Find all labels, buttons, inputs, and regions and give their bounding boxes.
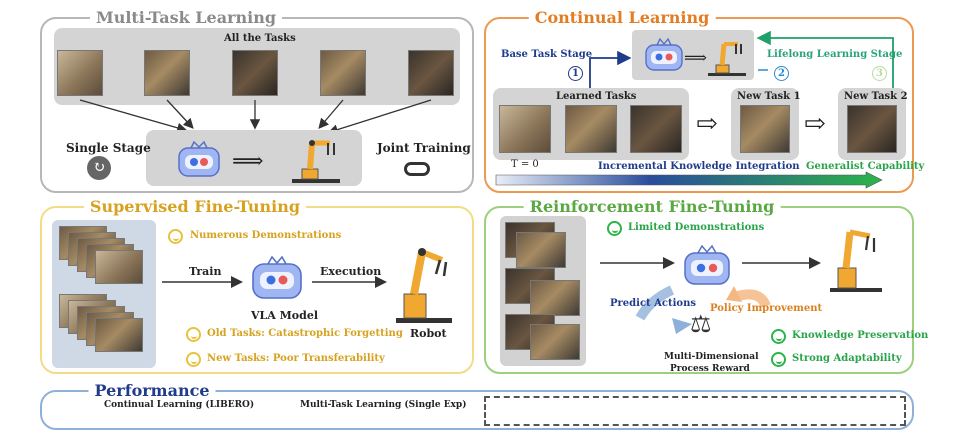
hollow-arrow-icon: ⇨ [696, 109, 718, 139]
robot-head-icon [684, 244, 730, 285]
predict-actions-label: Predict Actions [610, 298, 696, 309]
cl-title: Continual Learning [528, 8, 716, 27]
smile-icon [771, 352, 786, 367]
smile-icon [607, 221, 622, 236]
reward-line-1: Multi-Dimensional [664, 352, 759, 362]
task-image [565, 105, 617, 153]
task-image [144, 50, 190, 96]
mtl-arrows [79, 99, 432, 135]
neutral-face-icon [186, 352, 201, 367]
learned-tasks-label: Learned Tasks [556, 91, 637, 102]
sft-title: Supervised Fine-Tuning [83, 197, 307, 216]
hollow-arrow-icon: ⇨ [804, 109, 826, 139]
step-2-badge: 2 [774, 66, 789, 81]
rft-title: Reinforcement Fine-Tuning [523, 197, 781, 216]
knowledge-preservation-label: Knowledge Preservation [792, 330, 929, 341]
joint-training-label: Joint Training [377, 141, 471, 155]
strong-adaptability-label: Strong Adaptability [792, 353, 902, 364]
generalist-label: Generalist Capability [806, 161, 925, 172]
link-icon [404, 162, 430, 176]
task-image [847, 105, 897, 153]
t0-label: T = 0 [511, 159, 539, 170]
task-image [232, 50, 278, 96]
robot-head-icon [178, 140, 220, 177]
step-1-badge: 1 [568, 66, 583, 81]
rft-arrows [600, 257, 821, 334]
balance-scale-icon: ⚖ [690, 310, 712, 338]
neutral-face-icon [186, 327, 201, 342]
new-task-2-label: New Task 2 [844, 91, 908, 102]
robot-arm-icon [830, 229, 882, 292]
task-image [499, 105, 551, 153]
single-stage-label: Single Stage [66, 141, 151, 155]
base-task-stage-label: Base Task Stage [501, 49, 593, 60]
performance-title: Performance [88, 381, 216, 400]
task-image [57, 50, 103, 96]
new-tasks-label: New Tasks: Poor Transferability [207, 353, 385, 364]
demo-stack-image [516, 232, 566, 268]
lifelong-stage-label: Lifelong Learning Stage [767, 49, 903, 60]
reward-line-2: Process Reward [670, 364, 750, 374]
train-label: Train [189, 265, 222, 278]
limited-demos-label: Limited Demonstrations [628, 222, 765, 233]
step-3-badge: 3 [872, 66, 887, 81]
all-tasks-label: All the Tasks [224, 33, 296, 44]
robot-label: Robot [410, 327, 447, 340]
cycle-icon: ↻ [87, 156, 111, 180]
robot-arm-icon [708, 42, 746, 76]
progress-gradient-arrow [495, 171, 883, 189]
robot-head-icon [645, 37, 683, 71]
neutral-face-icon [168, 229, 183, 244]
sft-arrows [162, 276, 387, 288]
numerous-demos-label: Numerous Demonstrations [190, 230, 342, 241]
demo-stack-image [95, 250, 143, 284]
task-image [320, 50, 366, 96]
robot-arm-icon [292, 140, 340, 183]
demo-stack-image [530, 280, 580, 316]
execution-label: Execution [320, 265, 382, 278]
task-image [408, 50, 454, 96]
new-task-1-label: New Task 1 [737, 91, 801, 102]
demo-stack-image [530, 324, 580, 360]
perf-sub1: Continual Learning (LIBERO) [104, 400, 255, 410]
task-image [740, 105, 790, 153]
vla-model-label: VLA Model [251, 309, 319, 322]
robot-arm-icon [396, 248, 452, 323]
task-image [630, 105, 682, 153]
arrow-outline-icon: ⟹ [232, 149, 264, 174]
arrow-outline-icon: ⟹ [684, 48, 707, 67]
policy-improvement-label: Policy Improvement [710, 303, 823, 314]
incremental-label: Incremental Knowledge Integration [598, 161, 800, 172]
old-tasks-label: Old Tasks: Catastrophic Forgetting [207, 328, 403, 339]
demo-stack-image [95, 318, 143, 352]
mtl-title: Multi-Task Learning [89, 8, 283, 27]
cl-stage-arrows [589, 30, 894, 90]
robot-head-icon [252, 255, 302, 299]
perf-sub2: Multi-Task Learning (Single Exp) [300, 400, 467, 410]
dashed-box [484, 396, 906, 426]
smile-icon [771, 329, 786, 344]
